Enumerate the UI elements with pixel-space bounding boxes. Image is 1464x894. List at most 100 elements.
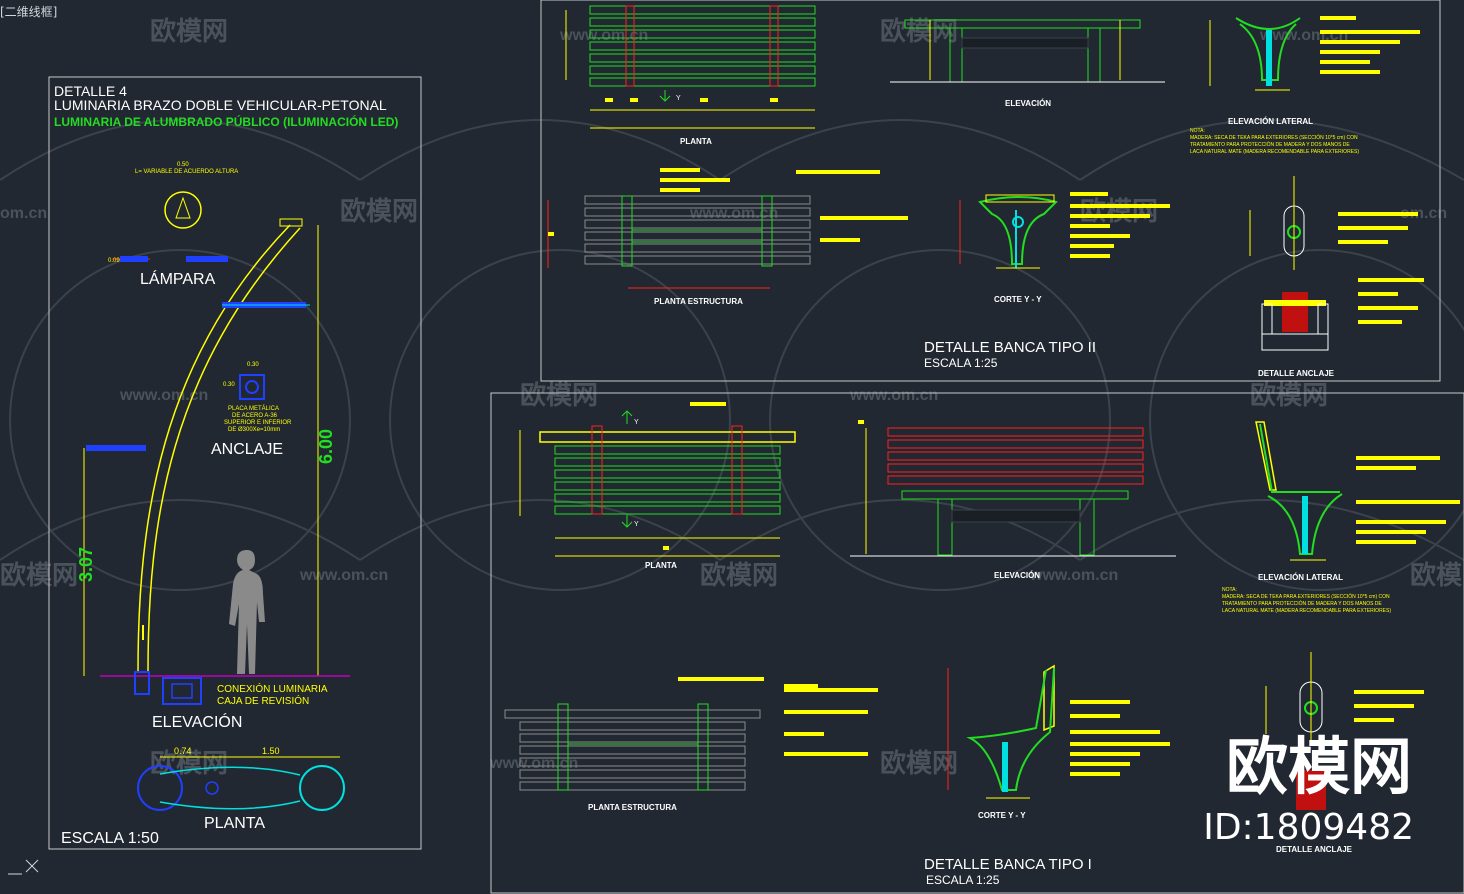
watermark-brand: 欧模网 — [880, 16, 958, 46]
banca1-corte-label: CORTE Y - Y — [978, 811, 1026, 820]
banca1-panel: Y Y PLANTA ELEVACIÓN — [504, 402, 1460, 887]
watermark-url: www.om.cn — [299, 567, 388, 584]
luminaria-detail: DETALLE 4 — [54, 83, 127, 99]
banca1-planta-drawing — [519, 402, 796, 557]
anclaje-dim: 0.30 — [247, 362, 259, 368]
watermark-url: www.om.cn — [1029, 567, 1118, 584]
watermark-brand: 欧模网 — [150, 16, 228, 46]
banca1-axis: Y — [634, 419, 639, 426]
banca1-elevacion-drawing — [850, 420, 1176, 557]
lampara-dim: 0.50 — [177, 162, 189, 168]
elevacion-label: ELEVACIÓN — [152, 712, 242, 731]
banca1-title: DETALLE BANCA TIPO I — [924, 856, 1092, 873]
lampara-label: LÁMPARA — [140, 269, 216, 288]
banca2-planta-label: PLANTA — [680, 137, 712, 146]
watermark-brand: 欧模网 — [880, 748, 958, 778]
banca2-elevacion-label: ELEVACIÓN — [1005, 99, 1051, 108]
anclaje-plate — [239, 374, 265, 400]
anclaje-note-line: PLACA METÁLICA — [228, 405, 279, 412]
watermark-url: www.om.cn — [489, 755, 578, 772]
banca1-nota: NOTA: MADERA: SECA DE TEKA PARA EXTERIOR… — [1222, 587, 1391, 614]
watermark-id: ID:1809482 — [1203, 807, 1414, 848]
banca1-nota-line: TRATAMIENTO PARA PROTECCIÓN DE MADERA Y … — [1222, 600, 1382, 607]
banca2-corte-drawing — [959, 192, 1170, 269]
anclaje-note-line: SUPERIOR E INFERIOR — [224, 420, 292, 426]
anclaje-note-line: DE ACERO A-36 — [232, 413, 278, 419]
banca2-anclaje-label: DETALLE ANCLAJE — [1258, 369, 1335, 378]
conexion-line1: CONEXIÓN LUMINARIA — [217, 682, 328, 695]
pole-arm — [147, 227, 301, 673]
watermark-brand: 欧模网 — [700, 560, 778, 590]
banca2-escala: ESCALA 1:25 — [924, 356, 998, 370]
banca1-planta-estructura-label: PLANTA ESTRUCTURA — [588, 803, 677, 812]
panel-banca2-border — [540, 0, 1441, 382]
anclaje-dim2: 0.30 — [223, 382, 235, 388]
anclaje-note-line: DE Ø300Xe=10mm — [228, 427, 280, 433]
panel-borders — [48, 0, 1464, 894]
banca1-elevacion-lateral-label: ELEVACIÓN LATERAL — [1258, 573, 1343, 582]
watermark-url: www.om.cn — [689, 205, 778, 222]
luminaria-panel: DETALLE 4 LUMINARIA BRAZO DOBLE VEHICULA… — [54, 83, 398, 847]
watermark-brand: 欧模网 — [1080, 196, 1158, 226]
banca2-nota-line: NOTA: — [1190, 128, 1205, 134]
banca1-nota-line: NOTA: — [1222, 587, 1237, 593]
panel-banca1-border — [490, 392, 1464, 894]
banca1-planta-estructura-drawing — [504, 677, 878, 791]
pole-head — [279, 218, 303, 227]
planta-base — [137, 765, 183, 811]
watermark-brand: 欧模网 — [520, 380, 598, 410]
lampara-circle — [164, 191, 202, 229]
banca1-elevacion-label: ELEVACIÓN — [994, 571, 1040, 580]
banca2-planta-estructura-drawing — [547, 168, 908, 289]
watermark-arcs — [0, 119, 1464, 591]
banca1-nota-line: MADERA: SECA DE TEKA PARA EXTERIORES (SE… — [1222, 593, 1390, 600]
planta-arm — [159, 800, 301, 810]
banca2-elevacion-drawing — [890, 19, 1165, 83]
banca2-elevacion-lateral-label: ELEVACIÓN LATERAL — [1228, 117, 1313, 126]
watermark-brand: 欧模网 — [1410, 560, 1464, 590]
banca1-corte-drawing — [947, 664, 1170, 799]
height-lower: 3.07 — [76, 547, 96, 582]
banca2-planta-drawing — [565, 5, 816, 129]
planta-head — [299, 765, 345, 811]
watermark-url-short: om.cn — [1400, 205, 1447, 222]
caja-revision — [162, 677, 202, 705]
banca1-anclaje-label: DETALLE ANCLAJE — [1276, 845, 1353, 854]
ucs-icon — [8, 859, 39, 875]
banca2-title: DETALLE BANCA TIPO II — [924, 339, 1096, 356]
conexion-line2: CAJA DE REVISIÓN — [217, 694, 309, 707]
lampara-note: L= VARIABLE DE ACUERDO ALTURA — [135, 169, 238, 175]
banca2-corte-label: CORTE Y - Y — [994, 295, 1042, 304]
height-total: 6.00 — [316, 429, 336, 464]
pole-base — [134, 671, 150, 695]
banca2-nota-line: LACA NATURAL MATE (MADERA RECOMENDABLE P… — [1190, 149, 1359, 155]
watermark-url: www.om.cn — [119, 387, 208, 404]
caja-revision-inner — [171, 683, 193, 699]
lampara-body — [186, 256, 228, 262]
anclaje-note: PLACA METÁLICA DE ACERO A-36 SUPERIOR E … — [224, 405, 292, 433]
pole-arm — [137, 224, 291, 673]
watermark-brand: 欧模网 — [1250, 380, 1328, 410]
watermark-texts: 欧模网 www.om.cn 欧模网 www.om.cn om.cn 欧模网 ww… — [0, 16, 1464, 778]
banca2-panel: Y PLANTA ELEVACIÓN ELEVACIÓN L — [547, 5, 1424, 378]
anclaje-bolt — [245, 380, 259, 394]
banca1-anclaje-drawing — [1265, 652, 1424, 810]
banca2-planta-estructura-label: PLANTA ESTRUCTURA — [654, 297, 743, 306]
viewport-label[interactable]: [二维线框] — [0, 5, 58, 19]
planta-dim2: 1.50 — [262, 746, 280, 756]
luminaria-subtitle: LUMINARIA DE ALUMBRADO PÚBLICO (ILUMINAC… — [54, 114, 398, 129]
banca2-nota-line: TRATAMIENTO PARA PROTECCIÓN DE MADERA Y … — [1190, 141, 1350, 148]
planta-label: PLANTA — [204, 815, 265, 832]
lampara-body — [120, 256, 148, 262]
planta-arm — [159, 766, 301, 776]
banca2-nota-line: MADERA: SECA DE TEKA PARA EXTERIORES (SE… — [1190, 134, 1358, 141]
banca1-planta-label: PLANTA — [645, 561, 677, 570]
banca2-axis: Y — [676, 95, 681, 102]
banca2-anclaje-drawing — [1249, 176, 1424, 351]
anclaje-label: ANCLAJE — [211, 441, 283, 458]
watermark-url: www.om.cn — [849, 387, 938, 404]
person-silhouette — [229, 550, 265, 674]
planta-joint — [205, 781, 219, 795]
